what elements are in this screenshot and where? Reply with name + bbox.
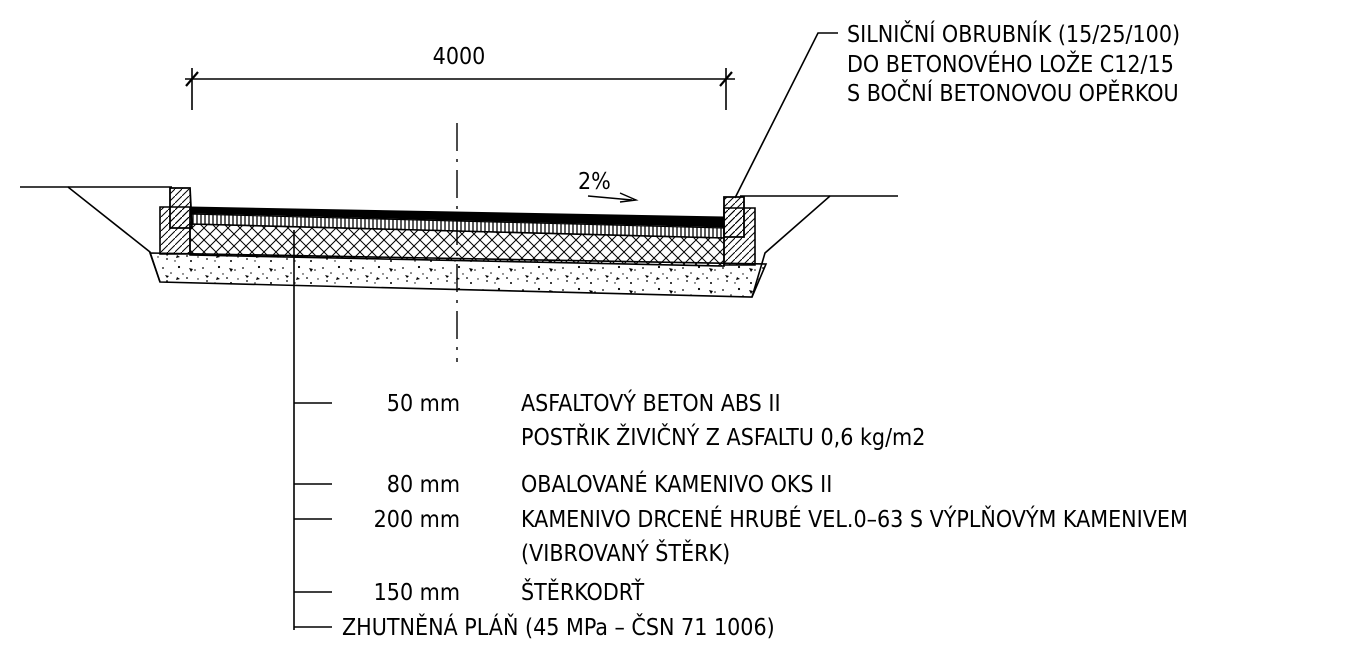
layer-description: (VIBROVANÝ ŠTĚRK) (521, 539, 730, 567)
dimension-width: 4000 (185, 44, 735, 110)
slope-label: 2% (578, 169, 611, 195)
left-curb (169, 187, 193, 229)
layer-description: POSTŘIK ŽIVIČNÝ Z ASFALTU 0,6 kg/m2 (521, 423, 925, 451)
curb-note-line-3: S BOČNÍ BETONOVOU OPĚRKOU (847, 79, 1179, 107)
layer-thickness: 150 mm (374, 580, 460, 606)
layer-description: KAMENIVO DRCENÉ HRUBÉ VEL.0–63 S VÝPLŇOV… (521, 505, 1188, 533)
layer-legend: 50 mm ASFALTOVÝ BETON ABS II POSTŘIK ŽIVIČ… (294, 389, 1188, 641)
layer-description: ASFALTOVÝ BETON ABS II (521, 389, 781, 417)
curb-note-line-2: DO BETONOVÉHO LOŽE C12/15 (847, 50, 1174, 78)
layer-thickness: 200 mm (374, 507, 460, 533)
slope-indicator: 2% (578, 169, 639, 203)
terrain-left (20, 186, 161, 283)
curb-note-leader (734, 32, 838, 199)
layer-thickness: 80 mm (387, 472, 460, 498)
layer-description: OBALOVANÉ KAMENIVO OKS II (521, 470, 832, 498)
layer-description: ZHUTNĚNÁ PLÁŇ (45 MPa – ČSN 71 1006) (342, 613, 775, 641)
terrain-right (751, 195, 898, 298)
layer-thickness: 50 mm (387, 391, 460, 417)
curb-note: SILNIČNÍ OBRUBNÍK (15/25/100) DO BETONOV… (847, 20, 1180, 107)
curb-note-line-1: SILNIČNÍ OBRUBNÍK (15/25/100) (847, 20, 1180, 48)
layer-description: ŠTĚRKODRŤ (521, 578, 644, 606)
dimension-label: 4000 (433, 44, 486, 70)
right-curb (723, 196, 745, 238)
